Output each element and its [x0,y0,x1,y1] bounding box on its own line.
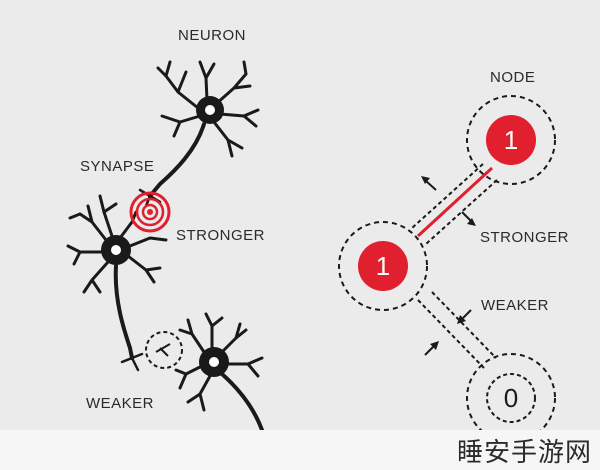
weaker-label-left: WEAKER [86,395,154,412]
stronger-arrow-out-left-icon [421,176,437,191]
stronger-label-left: STRONGER [176,227,265,244]
site-watermark: 睡安手游网 [456,438,592,468]
strong-connection [411,163,498,245]
stronger-arrow-out-right-icon [461,211,476,226]
node-top-value: 1 [504,125,518,155]
neurons-panel [66,60,284,466]
weaker-label-right: WEAKER [481,297,549,314]
synapse-label: SYNAPSE [80,158,154,175]
node-bottom: 0 [466,353,556,443]
neuron-middle [66,194,168,372]
footer-band [0,430,600,470]
node-label: NODE [490,69,535,86]
weaker-arrow-in-bottom-icon [424,341,439,356]
node-top: 1 [466,95,556,185]
node-middle: 1 [338,221,428,311]
arrows [421,176,476,356]
neuron-bottom [174,312,284,466]
neuron-top [138,60,260,208]
weak-synapse-marker [145,331,183,369]
node-middle-value: 1 [376,251,390,281]
weak-connection [417,291,497,369]
node-bottom-value: 0 [504,383,518,413]
strong-synapse-marker [129,191,171,233]
neuron-label: NEURON [178,27,246,44]
weaker-arrow-in-top-icon [457,309,472,324]
stronger-label-right: STRONGER [480,229,569,246]
